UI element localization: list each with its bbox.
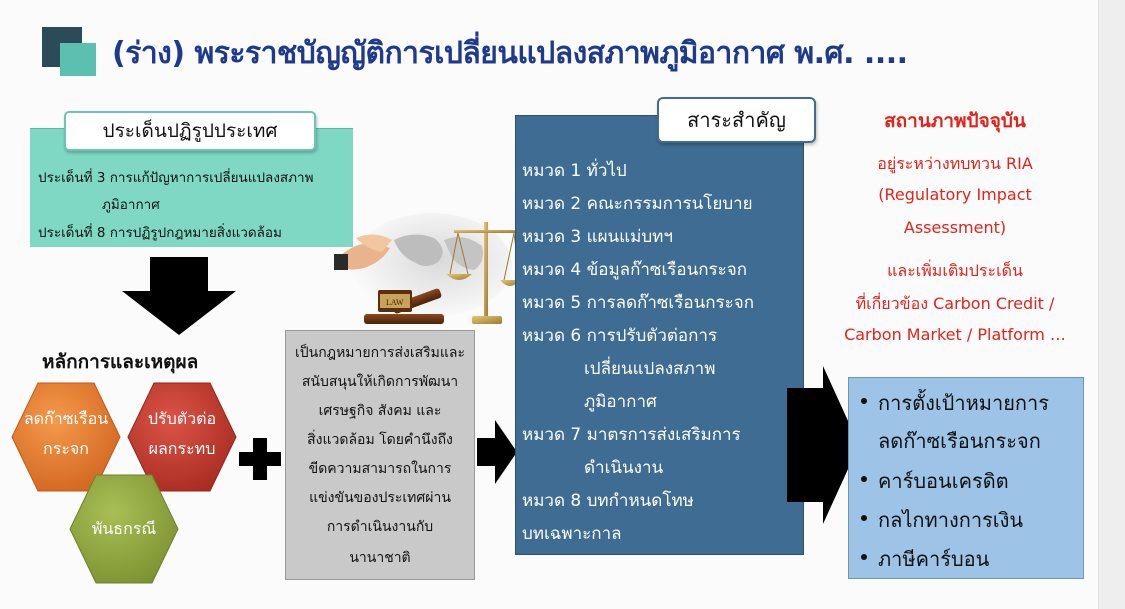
title-logo-icon bbox=[42, 27, 98, 77]
hexagon-olive-shape bbox=[69, 474, 179, 584]
svg-text:LAW: LAW bbox=[386, 298, 404, 307]
hex-text-commitments: พันธกรณี bbox=[91, 519, 157, 538]
status-line: อยู่ระหว่างทบทวน RIA bbox=[877, 154, 1033, 173]
chapter-line: หมวด 3 แผนแม่บทฯ bbox=[522, 227, 673, 247]
hex-label-line: กระจก bbox=[43, 439, 89, 458]
hex-label-line: ปรับตัวต่อ bbox=[147, 409, 217, 428]
target-item: ภาษีคาร์บอน bbox=[878, 547, 990, 571]
chapter-line: หมวด 7 มาตรการส่งเสริมการ bbox=[522, 425, 741, 445]
hex-label-line: ลดก๊าซเรือน bbox=[23, 409, 109, 428]
down-arrow-icon bbox=[122, 257, 236, 335]
bullet-icon bbox=[861, 398, 867, 404]
hex-text-reduce-ghg: ลดก๊าซเรือน กระจก bbox=[10, 404, 122, 464]
chapter-line: ภูมิอากาศ bbox=[584, 392, 657, 412]
chapter-line: บทเฉพาะกาล bbox=[522, 524, 622, 544]
hex-text-adaptation: ปรับตัวต่อ ผลกระทบ bbox=[126, 404, 238, 464]
reform-issue-line: ภูมิอากาศ bbox=[102, 197, 160, 213]
status-title: สถานภาพปัจจุบัน bbox=[884, 110, 1026, 132]
purpose-line: แข่งขันของประเทศผ่าน bbox=[309, 490, 451, 506]
status-line: และเพิ่มเติมประเด็น bbox=[887, 261, 1023, 280]
purpose-line: สิ่งแวดล้อม โดยคำนึงถึง bbox=[307, 432, 453, 448]
purpose-box bbox=[285, 330, 475, 580]
status-line: Carbon Market / Platform … bbox=[844, 325, 1066, 344]
status-line: ที่เกี่ยวข้อง Carbon Credit / bbox=[855, 294, 1055, 313]
essence-header: สาระสำคัญ bbox=[657, 97, 816, 143]
chapter-line: หมวด 5 การลดก๊าซเรือนกระจก bbox=[522, 293, 755, 313]
purpose-line: เศรษฐกิจ สังคม และ bbox=[318, 403, 442, 419]
bullet-icon bbox=[861, 476, 867, 482]
principles-title: หลักการและเหตุผล bbox=[42, 351, 199, 373]
plus-icon bbox=[239, 438, 281, 480]
law-scales-image: LAW bbox=[334, 213, 520, 324]
big-right-arrow-icon bbox=[787, 366, 859, 524]
purpose-line: ขีดความสามารถในการ bbox=[308, 461, 452, 477]
chapter-line: หมวด 6 การปรับตัวต่อการ bbox=[522, 326, 718, 346]
hexagon-red-shape bbox=[127, 382, 237, 492]
chapter-line: หมวด 2 คณะกรรมการนโยบาย bbox=[522, 194, 753, 214]
purpose-line: สนับสนุนให้เกิดการพัฒนา bbox=[301, 374, 459, 390]
status-line: (Regulatory Impact bbox=[878, 185, 1032, 204]
chapter-line: หมวด 8 บทกำหนดโทษ bbox=[522, 491, 694, 511]
right-arrow-icon bbox=[477, 420, 517, 484]
target-item: กลไกทางการเงิน bbox=[878, 508, 1024, 532]
hex-label-line: ผลกระทบ bbox=[148, 439, 216, 458]
chapter-line: ดำเนินงาน bbox=[584, 458, 664, 478]
right-margin-strip bbox=[1098, 0, 1125, 609]
chapter-line: หมวด 4 ข้อมูลก๊าซเรือนกระจก bbox=[522, 260, 748, 280]
status-line: Assessment) bbox=[903, 218, 1007, 237]
purpose-line: นานาชาติ bbox=[349, 550, 411, 566]
purpose-line: การดำเนินงานกับ bbox=[326, 519, 434, 535]
target-item: ลดก๊าซเรือนกระจก bbox=[878, 429, 1041, 453]
bullet-icon bbox=[861, 554, 867, 560]
reform-issue-line: ประเด็นที่ 8 การปฏิรูปกฎหมายสิ่งแวดล้อม bbox=[38, 225, 282, 241]
reform-issue-line: ประเด็นที่ 3 การแก้ปัญหาการเปลี่ยนแปลงสภ… bbox=[38, 170, 314, 186]
target-item: การตั้งเป้าหมายการ bbox=[878, 391, 1049, 415]
chapter-line: หมวด 1 ทั่วไป bbox=[522, 161, 627, 181]
purpose-line: เป็นกฎหมายการส่งเสริมและ bbox=[294, 345, 466, 361]
bullet-icon bbox=[861, 515, 867, 521]
targets-box bbox=[848, 377, 1084, 579]
page-title: (ร่าง) พระราชบัญญัติการเปลี่ยนแปลงสภาพภู… bbox=[112, 36, 908, 71]
target-item: คาร์บอนเครดิต bbox=[878, 469, 1009, 493]
chapter-line: เปลี่ยนแปลงสภาพ bbox=[584, 359, 716, 379]
reform-issues-header: ประเด็นปฏิรูปประเทศ bbox=[64, 111, 316, 151]
